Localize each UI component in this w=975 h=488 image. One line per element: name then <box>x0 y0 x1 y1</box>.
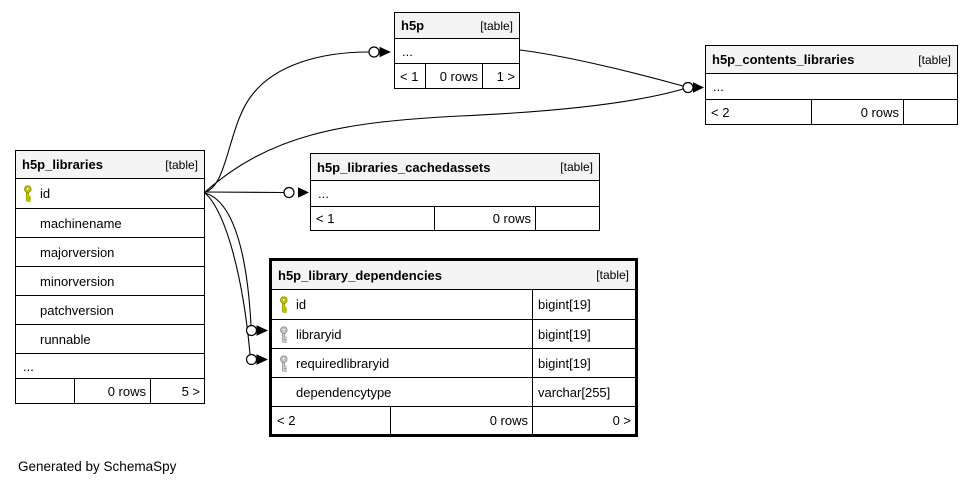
arrowheads <box>256 46 704 365</box>
table-title[interactable]: h5p_contents_libraries <box>712 52 855 67</box>
fk-line-h5p-to-contents-libraries <box>519 49 684 87</box>
column-row: id <box>16 179 204 208</box>
column-row: machinename <box>16 208 204 237</box>
footer-row-count: 0 rows <box>74 379 150 403</box>
column-name: machinename <box>40 215 122 231</box>
table-tag: [table] <box>596 268 629 282</box>
table-h5p-libraries[interactable]: h5p_libraries [table] id machinename major… <box>15 150 205 404</box>
column-datatype: varchar[255] <box>532 378 635 406</box>
table-title[interactable]: h5p_library_dependencies <box>278 267 443 283</box>
footer-in-degree: < 1 <box>400 68 419 84</box>
table-tag: [table] <box>165 157 198 172</box>
table-title[interactable]: h5p_libraries_cachedassets <box>317 159 491 175</box>
column-name: minorversion <box>40 273 115 289</box>
table-h5p-contents-libraries[interactable]: h5p_contents_libraries [table] ... < 2 0… <box>705 45 958 125</box>
table-rows: ... <box>311 181 599 206</box>
column-name: majorversion <box>40 244 115 260</box>
table-footer: 0 rows 5 > <box>16 378 204 403</box>
footer-row-count: 0 rows <box>425 64 482 88</box>
column-row: patchversion <box>16 295 204 324</box>
column-row: id bigint[19] <box>272 290 635 319</box>
table-h5p-libraries-cachedassets[interactable]: h5p_libraries_cachedassets [table] ... <… <box>310 153 600 231</box>
column-name: ... <box>402 43 413 59</box>
table-footer: < 1 0 rows 1 > <box>395 63 519 88</box>
footer-out-degree: 1 > <box>482 64 519 88</box>
table-h5p[interactable]: h5p [table] ... < 1 0 rows 1 > <box>394 12 520 89</box>
column-row: minorversion <box>16 266 204 295</box>
table-title[interactable]: h5p_libraries <box>22 157 103 172</box>
table-header[interactable]: h5p_library_dependencies [table] <box>272 261 635 290</box>
footer-in-degree: < 2 <box>277 413 296 428</box>
table-title[interactable]: h5p <box>401 18 425 33</box>
fk-line-libraries-to-contents-libraries <box>204 88 684 193</box>
column-name: ... <box>318 186 329 201</box>
fk-line-libraries-to-h5p <box>204 51 370 193</box>
ellipsis-row: ... <box>395 39 519 63</box>
ellipsis-row: ... <box>16 353 204 378</box>
column-row: libraryid bigint[19] <box>272 319 635 348</box>
table-tag: [table] <box>480 18 513 33</box>
table-tag: [table] <box>918 52 951 67</box>
generated-by-note: Generated by SchemaSpy <box>18 459 177 474</box>
table-rows: id machinename majorversion minorversion pat… <box>16 179 204 378</box>
column-name: id <box>296 297 307 312</box>
footer-out-degree: 0 > <box>532 407 635 434</box>
column-name: requiredlibraryid <box>296 355 390 371</box>
column-name: runnable <box>40 331 91 347</box>
table-footer: < 2 0 rows 0 > <box>272 406 635 434</box>
footer-row-count: 0 rows <box>434 207 535 230</box>
footer-out-degree: 5 > <box>150 379 204 403</box>
table-rows: ... <box>395 39 519 63</box>
column-name: ... <box>713 79 724 94</box>
footer-row-count: 0 rows <box>390 407 532 434</box>
footer-out-degree <box>535 207 599 230</box>
column-name: ... <box>23 358 34 374</box>
column-datatype: bigint[19] <box>532 320 635 348</box>
column-row: requiredlibraryid bigint[19] <box>272 348 635 377</box>
primary-key-icon <box>272 296 296 313</box>
footer-in-degree <box>16 379 74 403</box>
column-row: majorversion <box>16 237 204 266</box>
column-name: id <box>40 186 51 201</box>
table-header[interactable]: h5p [table] <box>395 13 519 39</box>
ellipsis-row: ... <box>706 74 957 99</box>
table-header[interactable]: h5p_libraries_cachedassets [table] <box>311 154 599 181</box>
fk-line-libraries-to-dep-libraryid <box>204 192 252 326</box>
table-footer: < 1 0 rows <box>311 206 599 230</box>
footer-out-degree <box>903 100 957 124</box>
foreign-key-icon <box>272 354 296 372</box>
table-h5p-library-dependencies[interactable]: h5p_library_dependencies [table] id bigin… <box>269 258 638 437</box>
footer-in-degree: < 2 <box>711 104 730 120</box>
column-name: libraryid <box>296 326 342 342</box>
footer-in-degree: < 1 <box>316 211 335 226</box>
fk-line-libraries-to-dep-requiredlibraryid <box>204 192 251 355</box>
footer-row-count: 0 rows <box>811 100 903 124</box>
column-datatype: bigint[19] <box>532 290 635 319</box>
table-header[interactable]: h5p_contents_libraries [table] <box>706 46 957 74</box>
column-name: patchversion <box>40 302 114 318</box>
ellipsis-row: ... <box>311 181 599 206</box>
fk-line-libraries-to-cachedassets <box>204 191 285 194</box>
foreign-key-icon <box>272 325 296 343</box>
table-footer: < 2 0 rows <box>706 99 957 124</box>
column-name: dependencytype <box>296 384 392 400</box>
table-header[interactable]: h5p_libraries [table] <box>16 151 204 179</box>
table-rows: ... <box>706 74 957 99</box>
column-datatype: bigint[19] <box>532 349 635 377</box>
column-row: runnable <box>16 324 204 353</box>
column-row: dependencytype varchar[255] <box>272 377 635 406</box>
primary-key-icon <box>16 185 40 202</box>
fk-lines <box>204 49 684 355</box>
table-tag: [table] <box>560 160 593 174</box>
